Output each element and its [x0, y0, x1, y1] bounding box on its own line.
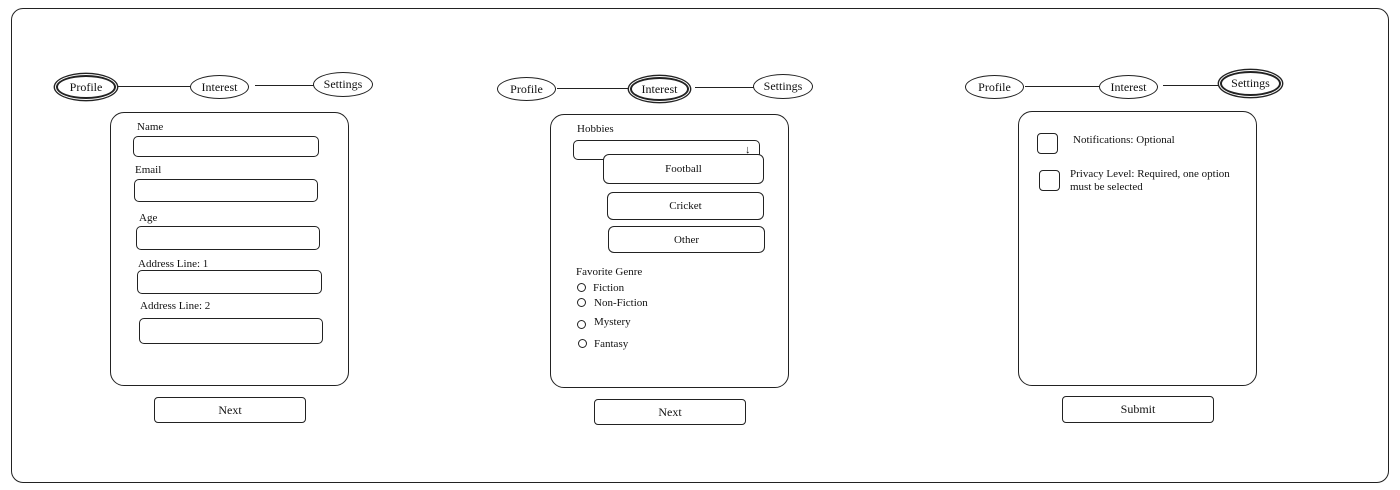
stepper-interest-label: Interest: [641, 81, 678, 96]
profile-next-label: Next: [218, 402, 242, 417]
genre-non-fiction-label: Non-Fiction: [594, 297, 648, 309]
stepper-interest-label: Interest: [1110, 79, 1147, 94]
stepper-interest[interactable]: Interest: [190, 75, 249, 99]
name-input[interactable]: [133, 136, 319, 157]
genre-fantasy-radio[interactable]: [578, 339, 587, 348]
wireframe-frame: [11, 8, 1389, 483]
address-line-1-label: Address Line: 1: [138, 258, 209, 270]
age-input[interactable]: [136, 226, 320, 250]
settings-form-card: [1018, 111, 1257, 386]
submit-label: Submit: [1120, 402, 1156, 416]
submit-button[interactable]: Submit: [1062, 396, 1214, 423]
name-label: Name: [137, 121, 164, 133]
stepper-connector: [1163, 85, 1221, 86]
stepper-settings-active[interactable]: Settings: [1220, 71, 1281, 96]
notifications-checkbox[interactable]: [1037, 133, 1058, 154]
favorite-genre-label: Favorite Genre: [576, 266, 643, 278]
privacy-level-label: Privacy Level: Required, one option must…: [1070, 168, 1230, 193]
age-label: Age: [139, 212, 158, 224]
address-line-2-label: Address Line: 2: [140, 300, 211, 312]
genre-mystery-label: Mystery: [594, 316, 631, 328]
profile-form-card: [110, 112, 349, 386]
stepper-profile-label: Profile: [69, 79, 103, 94]
stepper-connector: [695, 87, 754, 88]
dropdown-arrow-icon[interactable]: ↓: [745, 144, 751, 156]
stepper-profile[interactable]: Profile: [497, 77, 556, 101]
hobby-option-cricket[interactable]: Cricket: [607, 192, 764, 220]
stepper-connector: [557, 88, 630, 89]
genre-fiction-radio[interactable]: [577, 283, 586, 292]
interest-next-button[interactable]: Next: [594, 399, 746, 425]
stepper-settings-label: Settings: [323, 77, 363, 91]
privacy-level-checkbox[interactable]: [1039, 170, 1060, 191]
stepper-profile-label: Profile: [510, 81, 543, 96]
hobbies-label: Hobbies: [577, 123, 614, 135]
email-input[interactable]: [134, 179, 318, 202]
stepper-profile-active[interactable]: Profile: [56, 75, 116, 99]
hobby-option-other[interactable]: Other: [608, 226, 765, 253]
address-line-1-input[interactable]: [137, 270, 322, 294]
interest-next-label: Next: [658, 404, 682, 419]
stepper-interest-label: Interest: [201, 79, 238, 94]
genre-fiction-label: Fiction: [593, 282, 625, 294]
genre-non-fiction-radio[interactable]: [577, 298, 586, 307]
profile-next-button[interactable]: Next: [154, 397, 306, 423]
address-line-2-input[interactable]: [139, 318, 323, 344]
stepper-profile[interactable]: Profile: [965, 75, 1024, 99]
genre-fantasy-label: Fantasy: [594, 338, 629, 350]
stepper-profile-label: Profile: [978, 79, 1011, 94]
stepper-settings-label: Settings: [1231, 76, 1270, 90]
hobby-option-label: Other: [673, 233, 700, 246]
interest-form-card: [550, 114, 789, 388]
hobby-option-football[interactable]: Football: [603, 154, 764, 184]
hobby-option-label: Football: [665, 163, 702, 175]
stepper-settings[interactable]: Settings: [753, 74, 813, 99]
hobby-option-label: Cricket: [669, 200, 702, 212]
stepper-settings-label: Settings: [763, 79, 803, 93]
stepper-interest-active[interactable]: Interest: [630, 77, 689, 101]
stepper-connector: [117, 86, 190, 87]
stepper-connector: [1025, 86, 1099, 87]
stepper-settings[interactable]: Settings: [313, 72, 373, 97]
email-label: Email: [135, 164, 162, 176]
stepper-connector: [255, 85, 314, 86]
genre-mystery-radio[interactable]: [577, 320, 586, 329]
notifications-label: Notifications: Optional: [1073, 134, 1175, 146]
stepper-interest[interactable]: Interest: [1099, 75, 1158, 99]
